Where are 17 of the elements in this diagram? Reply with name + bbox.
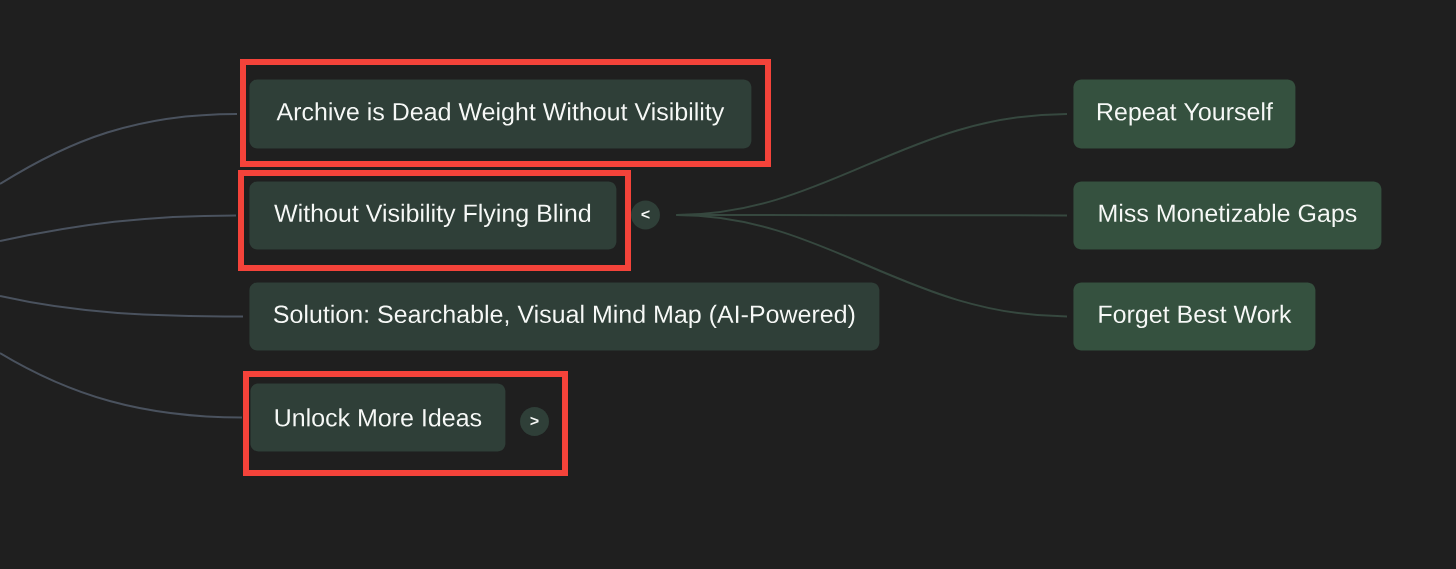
connector (675, 214, 1068, 318)
topic-box: Without Visibility Flying Blind (249, 181, 617, 250)
subtopic-box: Repeat Yourself (1073, 79, 1296, 149)
toggle-button: > (520, 407, 549, 436)
subtopic-box: Miss Monetizable Gaps (1073, 181, 1382, 250)
highlight-frame (243, 371, 568, 476)
toggle-button: < (631, 200, 660, 230)
subtopic-box: Forget Best Work (1073, 282, 1316, 351)
connector (0, 214, 237, 242)
highlight-frame (240, 59, 771, 167)
highlight-frame (238, 170, 631, 271)
connector (0, 352, 243, 419)
connector (0, 112, 238, 185)
connector (0, 295, 244, 318)
topic-box: Solution: Searchable, Visual Mind Map (AI-Powered) (249, 282, 880, 351)
topic-box: Archive is Dead Weight Without Visibility (249, 79, 752, 149)
topic-box: Unlock More Ideas (250, 383, 506, 452)
